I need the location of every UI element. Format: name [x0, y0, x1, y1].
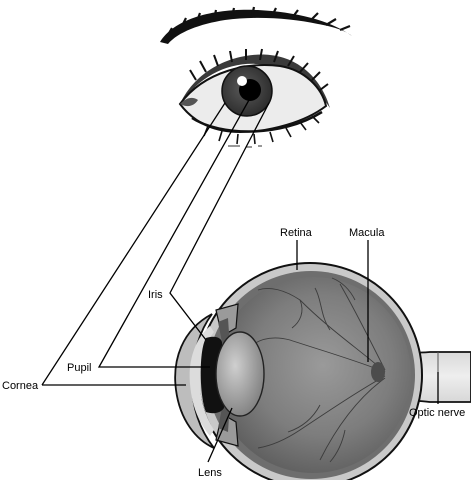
- lens-leader: [207, 407, 233, 463]
- front-eye-icon: [178, 48, 330, 148]
- label-iris: Iris: [148, 289, 163, 301]
- label-optic-nerve: Optic nerve: [409, 407, 465, 419]
- eyebrow-icon: [160, 6, 352, 44]
- pupil-leader: [97, 99, 250, 368]
- label-lens: Lens: [198, 467, 222, 479]
- iris-leader: [169, 102, 270, 341]
- cornea-leader-top: [41, 102, 226, 386]
- label-macula: Macula: [349, 227, 385, 239]
- label-retina: Retina: [280, 227, 313, 239]
- eyeball-cross-section-icon: [174, 262, 471, 480]
- label-cornea: Cornea: [2, 380, 39, 392]
- leader-lines: [41, 99, 439, 463]
- label-pupil: Pupil: [67, 362, 91, 374]
